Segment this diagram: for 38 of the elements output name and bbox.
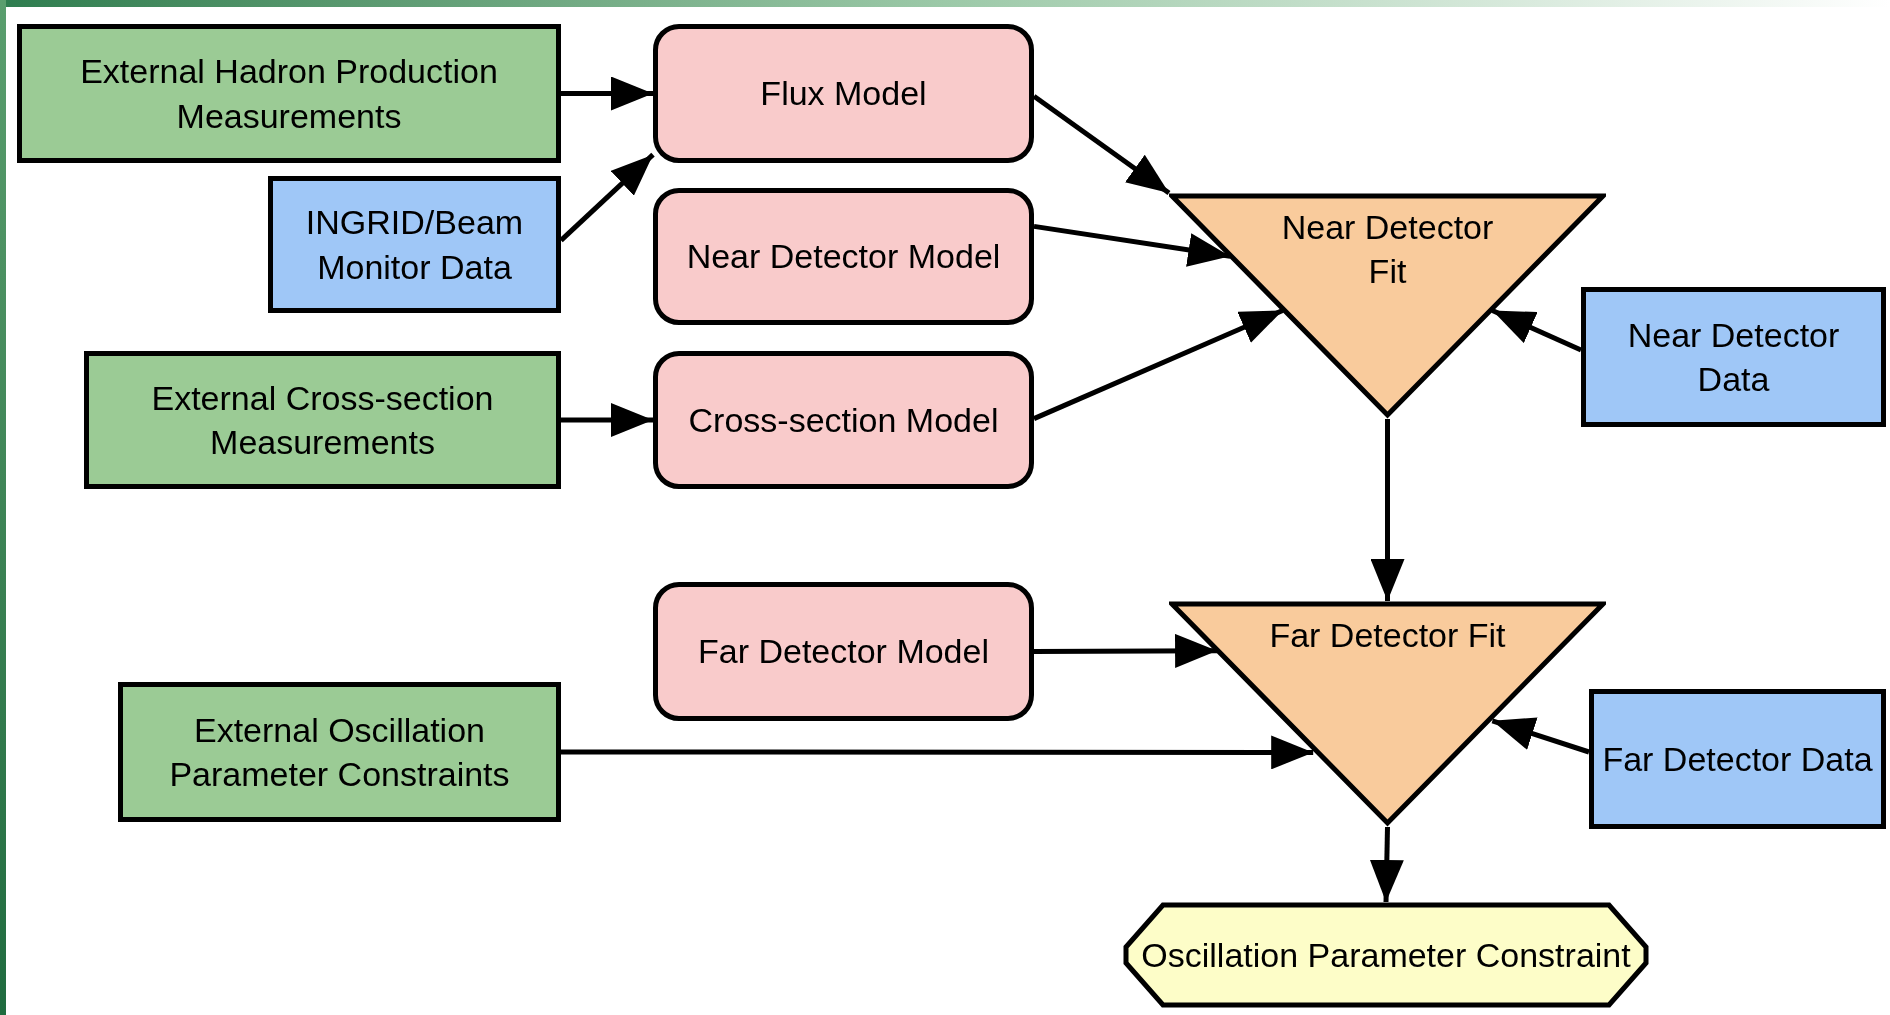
fit-triangle (1169, 193, 1606, 419)
arrow (559, 152, 655, 243)
input-box (17, 24, 561, 163)
arrow (1034, 633, 1218, 668)
node-label: Far Detector Data (1601, 738, 1874, 780)
data-box (1581, 287, 1886, 427)
data-box (268, 176, 561, 313)
arrow (561, 735, 1314, 770)
arrow (561, 76, 653, 111)
arrow (1369, 826, 1404, 903)
model-box (653, 188, 1034, 325)
input-box (84, 351, 561, 489)
arrow (1033, 308, 1284, 421)
arrow (561, 403, 653, 437)
node-label: Near Detector Model (685, 236, 1002, 278)
node-label: INGRID/Beam Monitor Data (304, 202, 525, 288)
node-label: External Oscillation Parameter Constraints (168, 709, 511, 795)
model-box (653, 351, 1034, 489)
node-label: Flux Model (759, 73, 928, 115)
arrow (1033, 223, 1231, 267)
result-octagon (1123, 902, 1649, 1008)
data-box (1589, 689, 1886, 829)
fit-triangle (1169, 601, 1606, 827)
node-label: Far Detector Model (697, 631, 990, 673)
node-label: External Cross-section Measurements (150, 377, 495, 463)
node-label: Far Detector Fit (1268, 615, 1507, 656)
node-label: Cross-section Model (687, 399, 1000, 441)
input-box (118, 682, 561, 822)
arrow (1032, 94, 1171, 196)
arrow (1491, 308, 1582, 353)
model-box (653, 24, 1034, 163)
arrow (1491, 717, 1590, 755)
node-label: Oscillation Parameter Constraint (1140, 934, 1632, 976)
node-label: Near Detector Data (1626, 314, 1841, 400)
model-box (653, 582, 1034, 721)
arrow (1370, 419, 1405, 601)
node-label: External Hadron Production Measurements (79, 51, 499, 137)
node-label: Near Detector Fit (1280, 207, 1495, 293)
